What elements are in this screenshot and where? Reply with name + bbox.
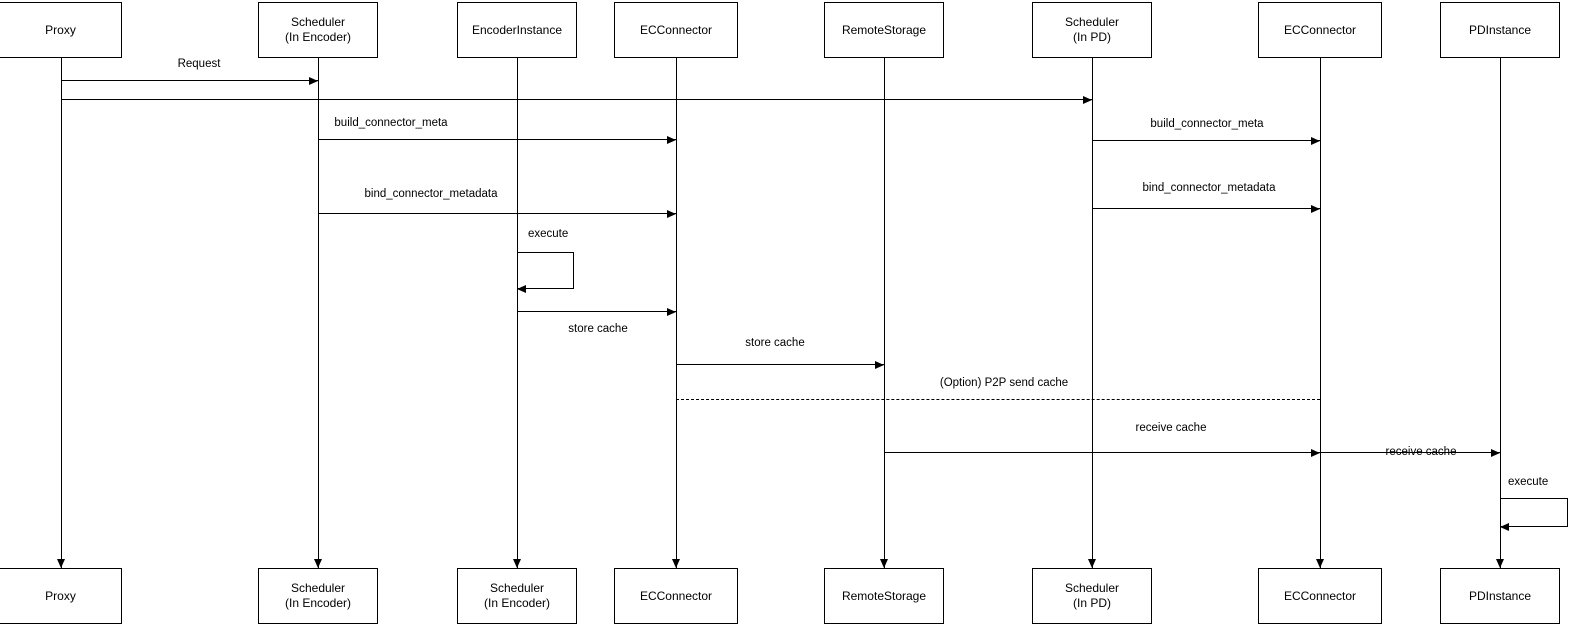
lifeline-scheduler_enc [318,58,319,568]
lifeline-ec_connector_a [676,58,677,568]
participant-header-remote_storage: RemoteStorage [824,2,944,58]
message-label-m6: bind_connector_metadata [1142,182,1276,194]
lifeline-proxy [61,58,62,568]
lifeline-end-arrow-ec_connector_a [672,559,680,568]
lifeline-end-arrow-ec_connector_b [1316,559,1324,568]
lifeline-scheduler_pd [1092,58,1093,568]
lifeline-end-arrow-remote_storage [880,559,888,568]
message-label-m8: store cache [745,337,805,349]
lifeline-encoder_inst [517,58,518,568]
message-line-m3 [318,139,676,140]
self-message-loop-s2 [1500,498,1568,527]
participant-header-scheduler_pd: Scheduler (In PD) [1032,2,1152,58]
lifeline-end-arrow-scheduler_enc [314,559,322,568]
lifeline-ec_connector_b [1320,58,1321,568]
participant-footer-pd_instance: PDInstance [1440,568,1560,624]
participant-footer-ec_connector_b: ECConnector [1258,568,1382,624]
self-message-arrowhead-s2 [1500,523,1509,531]
self-message-loop-s1 [517,252,574,289]
message-label-m9: (Option) P2P send cache [939,377,1069,389]
message-line-m7 [517,311,676,312]
lifeline-end-arrow-scheduler_pd [1088,559,1096,568]
participant-header-scheduler_enc: Scheduler (In Encoder) [258,2,378,58]
participant-footer-encoder_inst: Scheduler (In Encoder) [457,568,577,624]
participant-footer-ec_connector_a: ECConnector [614,568,738,624]
message-arrowhead-m11 [1491,449,1500,457]
message-arrowhead-m3 [667,136,676,144]
message-arrowhead-m1 [309,77,318,85]
lifeline-end-arrow-proxy [57,559,65,568]
participant-header-pd_instance: PDInstance [1440,2,1560,58]
message-arrowhead-m8 [875,361,884,369]
participant-footer-scheduler_pd: Scheduler (In PD) [1032,568,1152,624]
lifeline-pd_instance [1500,58,1501,568]
message-line-m5 [318,213,676,214]
message-line-m10 [884,452,1320,453]
message-line-m1 [61,80,318,81]
participant-footer-scheduler_enc: Scheduler (In Encoder) [258,568,378,624]
message-arrowhead-m7 [667,308,676,316]
message-line-m6 [1092,208,1320,209]
message-arrowhead-m5 [667,210,676,218]
message-arrowhead-m10 [1311,449,1320,457]
participant-header-encoder_inst: EncoderInstance [457,2,577,58]
message-arrowhead-m2 [1083,96,1092,104]
message-line-m2 [61,99,1092,100]
message-line-m9 [676,399,1320,400]
message-label-m3: build_connector_meta [334,117,448,129]
message-label-m11: receive cache [1385,446,1457,458]
self-message-label-s2: execute [1508,476,1549,488]
message-label-m10: receive cache [1135,422,1207,434]
message-line-m8 [676,364,884,365]
message-line-m11 [1320,452,1500,453]
participant-footer-remote_storage: RemoteStorage [824,568,944,624]
message-arrowhead-m6 [1311,205,1320,213]
self-message-arrowhead-s1 [517,285,526,293]
self-message-label-s1: execute [528,228,569,240]
participant-footer-proxy: Proxy [0,568,122,624]
message-label-m4: build_connector_meta [1150,118,1264,130]
participant-header-ec_connector_a: ECConnector [614,2,738,58]
message-line-m4 [1092,140,1320,141]
participant-header-proxy: Proxy [0,2,122,58]
lifeline-end-arrow-pd_instance [1496,559,1504,568]
message-label-m7: store cache [568,323,628,335]
message-label-m1: Request [177,58,221,70]
participant-header-ec_connector_b: ECConnector [1258,2,1382,58]
message-arrowhead-m4 [1311,137,1320,145]
lifeline-end-arrow-encoder_inst [513,559,521,568]
message-label-m5: bind_connector_metadata [364,188,498,200]
lifeline-remote_storage [884,58,885,568]
